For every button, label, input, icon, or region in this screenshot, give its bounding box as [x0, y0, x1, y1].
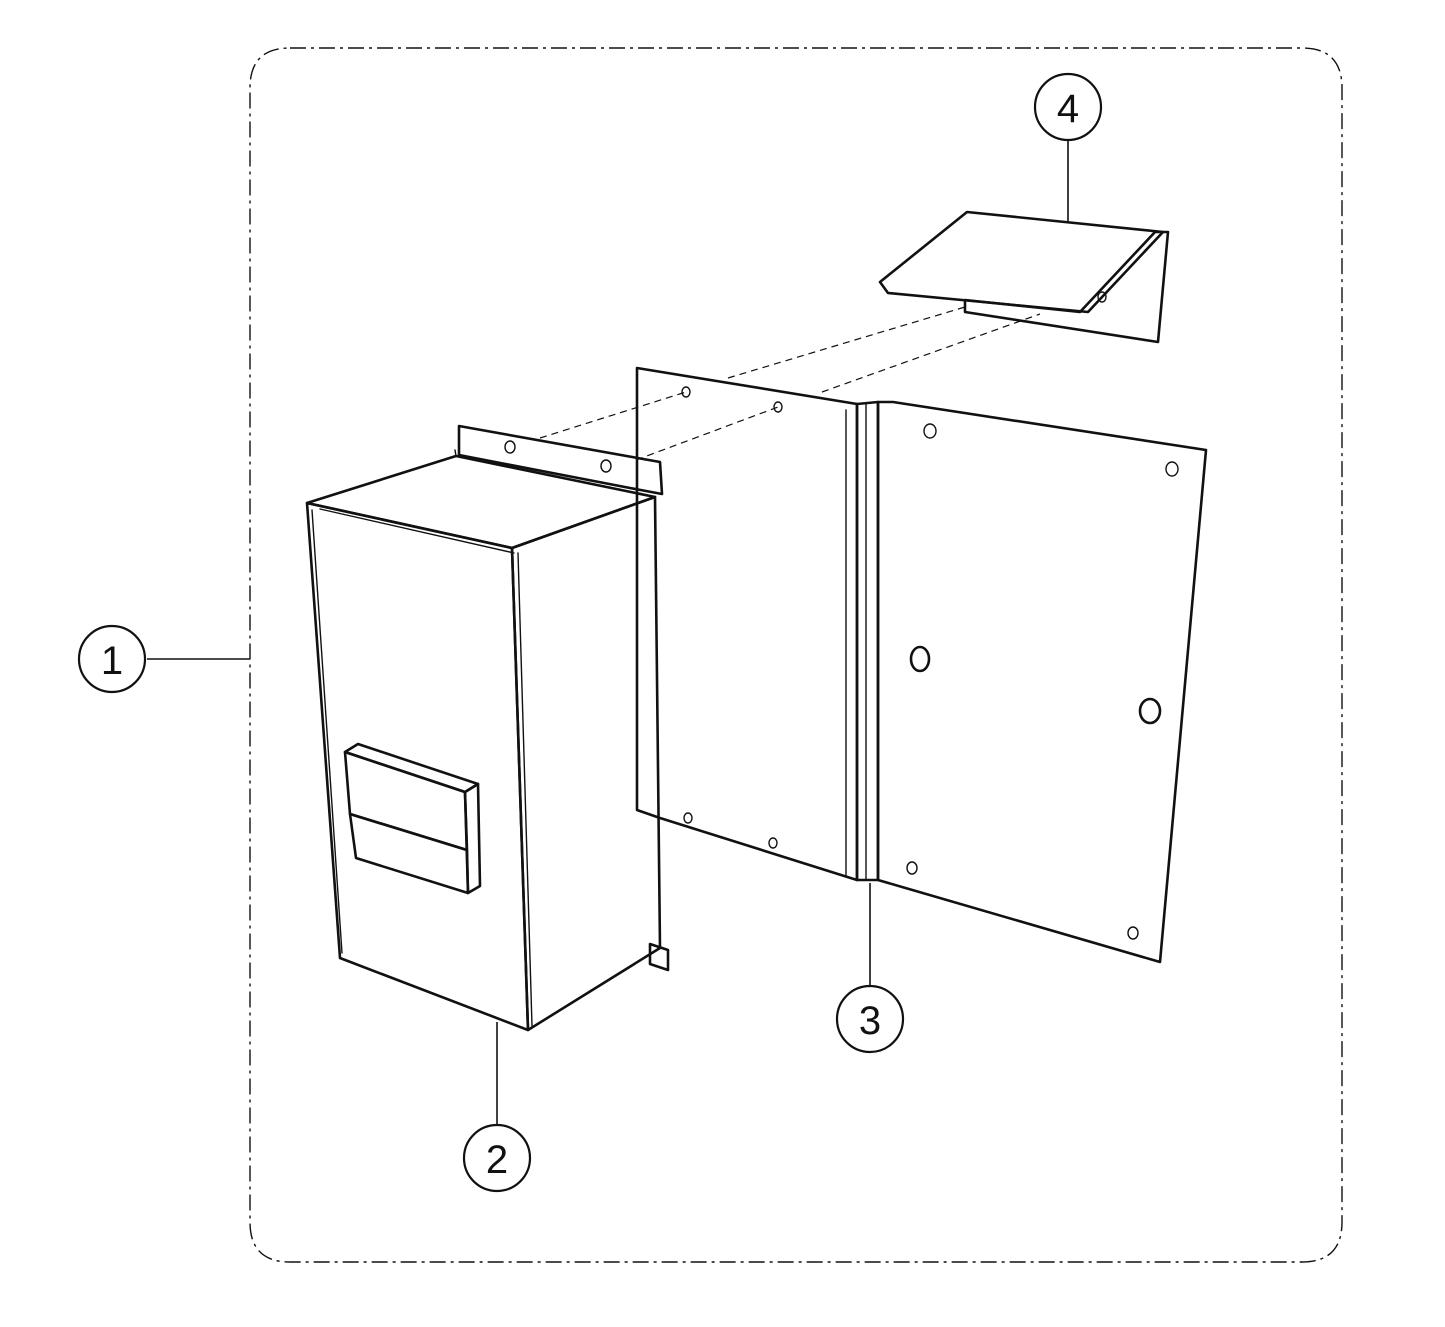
callout-4-label: 4 [1057, 87, 1079, 131]
bracket-holes [681, 386, 1179, 940]
tab-hole [600, 459, 612, 473]
callout-4: 4 [1033, 72, 1103, 142]
callout-1: 1 [77, 624, 147, 694]
callout-2-label: 2 [486, 1138, 508, 1182]
front-handle [343, 742, 482, 895]
callout-1-label: 1 [101, 639, 123, 683]
callout-2: 2 [462, 1123, 532, 1193]
assembly-boundary [249, 47, 1343, 1263]
callout-3: 3 [835, 984, 905, 1054]
alignment-lines [539, 306, 1041, 461]
tab-hole [504, 440, 516, 454]
callout-3-label: 3 [859, 999, 881, 1043]
enclosure-box [305, 424, 670, 1032]
rain-hood [878, 210, 1170, 344]
mounting-bracket [635, 366, 1208, 964]
